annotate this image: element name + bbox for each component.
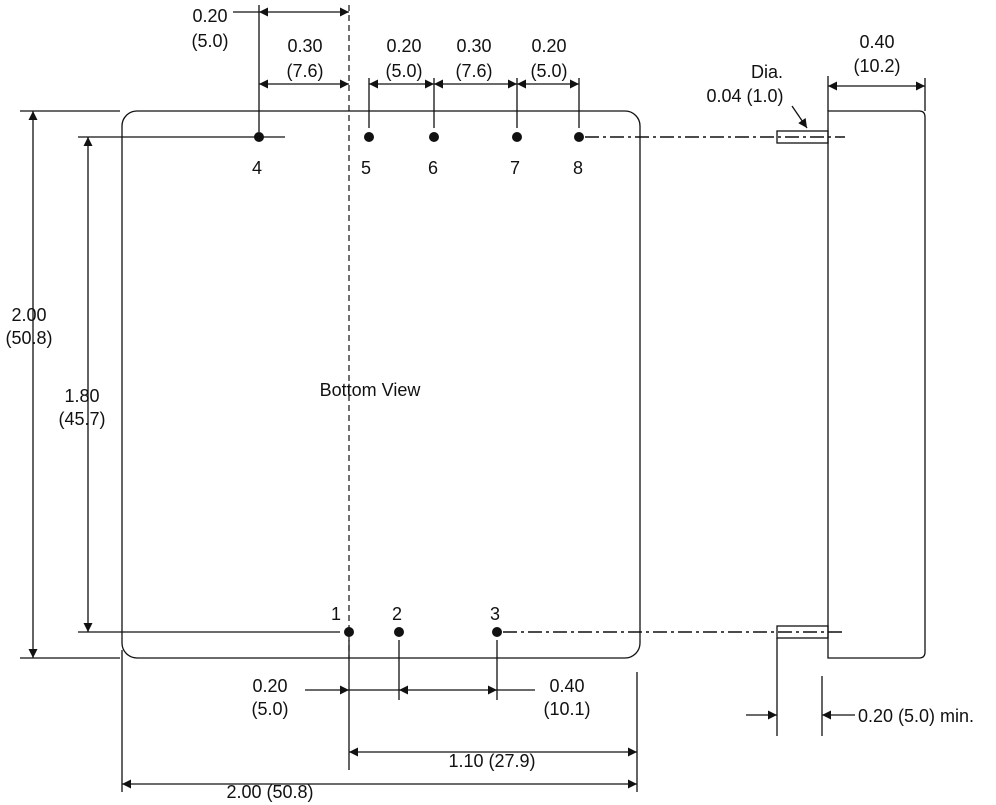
dim-height-total-in: 2.00 [11,305,46,325]
dim-top-4-5-in: 0.30 [287,36,322,56]
pin-label-5: 5 [361,158,371,178]
pin-label-6: 6 [428,158,438,178]
dim-height-total-mm: (50.8) [5,328,52,348]
pin-2 [394,627,404,637]
pin-label-7: 7 [510,158,520,178]
module-body-side-view [827,110,926,659]
pin-side-top [776,130,829,144]
dim-pin-length: 0.20 (5.0) min. [858,706,974,726]
dim-side-depth-in: 0.40 [859,32,894,52]
dim-top-5-6-in: 0.20 [386,36,421,56]
dim-bottom-1-2-mm: (5.0) [251,699,288,719]
dim-top-5-6-mm: (5.0) [385,61,422,81]
pin-label-1: 1 [331,604,341,624]
extension-lines [20,5,926,792]
pin-1 [344,627,354,637]
pin-8 [574,132,584,142]
dim-height-pins-mm: (45.7) [58,409,105,429]
dim-bottom-2-3-in: 0.40 [549,676,584,696]
pin-label-2: 2 [392,604,402,624]
dim-top-pin4-in: 0.20 [192,6,227,26]
dim-top-pin4-mm: (5.0) [191,31,228,51]
pin-5 [364,132,374,142]
pin-3 [492,627,502,637]
dimension-arrows [28,7,925,789]
dim-top-7-8-in: 0.20 [531,36,566,56]
dim-width-total: 2.00 (50.8) [226,782,313,802]
dim-top-6-7-mm: (7.6) [455,61,492,81]
dim-bottom-2-3-mm: (10.1) [543,699,590,719]
bottom-view-label: Bottom View [320,380,422,400]
pin-label-4: 4 [252,158,262,178]
pin-6 [429,132,439,142]
dim-pin-dia: 0.04 (1.0) [706,86,783,106]
dim-top-7-8-mm: (5.0) [530,61,567,81]
pins [254,132,584,637]
dim-top-4-5-mm: (7.6) [286,61,323,81]
pin-label-8: 8 [573,158,583,178]
dim-bottom-1-2-in: 0.20 [252,676,287,696]
module-body-bottom-view [121,110,641,659]
dim-bottom-1-edge: 1.10 (27.9) [448,751,535,771]
dim-top-6-7-in: 0.30 [456,36,491,56]
pin-label-3: 3 [490,604,500,624]
pin-7 [512,132,522,142]
pin-side-bottom [776,625,829,639]
dim-side-depth-mm: (10.2) [853,56,900,76]
dim-pin-dia-label: Dia. [751,62,783,82]
dim-height-pins-in: 1.80 [64,386,99,406]
